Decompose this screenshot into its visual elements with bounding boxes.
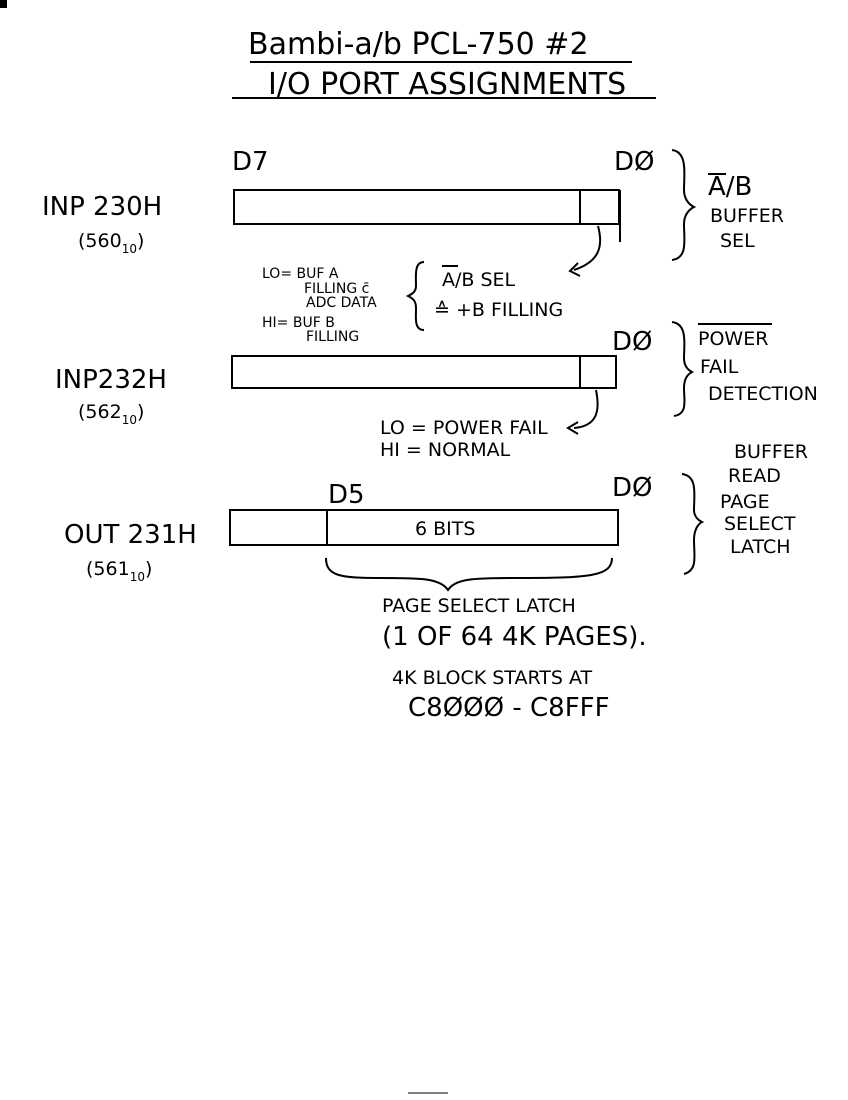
port-231-note-line2: READ bbox=[728, 465, 781, 487]
port-231-bit-high: D5 bbox=[328, 480, 365, 510]
port-230-bit-high: D7 bbox=[232, 147, 269, 177]
port-230-note-line3: SEL bbox=[720, 230, 755, 252]
port-230-sel-label: A/B SEL bbox=[442, 269, 516, 291]
port-230-register bbox=[233, 189, 620, 225]
port-230-bit-low: DØ bbox=[614, 147, 655, 177]
port-231-name: OUT 231H bbox=[64, 520, 197, 550]
port-230-name: INP 230H bbox=[42, 192, 162, 222]
port-232-note-line2: FAIL bbox=[700, 356, 739, 378]
port-232-arrow-head bbox=[566, 421, 579, 435]
port-232-note-line3: DETECTION bbox=[708, 383, 818, 405]
port-231-register bbox=[229, 509, 619, 546]
port-230-arrow-head bbox=[568, 262, 581, 277]
title-line1: Bambi-a/b PCL-750 #2 bbox=[248, 27, 589, 62]
port-230-lo-line3: ADC DATA bbox=[306, 295, 377, 311]
port-231-desc-line3: 4K BLOCK STARTS AT bbox=[392, 667, 592, 689]
port-231-note-line5: LATCH bbox=[730, 536, 791, 558]
port-230-hi-line2: FILLING bbox=[306, 329, 359, 345]
port-230-decimal: (56010) bbox=[78, 230, 144, 256]
port-232-note-brace bbox=[671, 321, 695, 417]
port-230-sel-line2: ≙ +B FILLING bbox=[434, 299, 563, 321]
port-232-note-line1: POWER bbox=[698, 328, 768, 350]
port-230-lo-line1: LO= BUF A bbox=[262, 266, 339, 282]
title-line2: I/O PORT ASSIGNMENTS bbox=[268, 67, 626, 102]
port-231-note-line4: SELECT bbox=[724, 513, 796, 535]
port-232-arrow bbox=[573, 389, 599, 429]
port-231-bit-low: DØ bbox=[612, 473, 653, 503]
port-232-register bbox=[231, 355, 617, 389]
port-231-note-brace bbox=[681, 473, 705, 575]
port-230-lo-line2: FILLING c̄ bbox=[304, 281, 369, 297]
port-231-field-brace bbox=[325, 557, 613, 592]
port-230-note-title: A/B bbox=[708, 172, 752, 202]
port-231-decimal: (56110) bbox=[86, 558, 152, 584]
port-231-note-line1: BUFFER bbox=[734, 441, 808, 463]
port-231-note-line3: PAGE bbox=[720, 491, 770, 513]
port-230-note-brace bbox=[671, 149, 697, 261]
port-230-arrow bbox=[573, 225, 602, 271]
port-232-decimal: (56210) bbox=[78, 401, 144, 427]
port-232-lo-text: LO = POWER FAIL bbox=[380, 417, 548, 439]
port-230-note-line2: BUFFER bbox=[710, 205, 784, 227]
port-231-desc-line1: PAGE SELECT LATCH bbox=[382, 595, 576, 617]
port-231-desc-line4: C8ØØØ - C8FFF bbox=[408, 693, 610, 723]
port-231-field-label: 6 BITS bbox=[415, 518, 475, 540]
port-230-hi-line1: HI= BUF B bbox=[262, 315, 335, 331]
port-230-def-brace bbox=[405, 261, 425, 331]
port-232-name: INP232H bbox=[55, 365, 167, 395]
port-232-hi-text: HI = NORMAL bbox=[380, 439, 511, 461]
port-231-desc-line2: (1 OF 64 4K PAGES). bbox=[382, 622, 647, 652]
port-232-bit-low: DØ bbox=[612, 327, 653, 357]
corner-mark bbox=[0, 0, 7, 8]
